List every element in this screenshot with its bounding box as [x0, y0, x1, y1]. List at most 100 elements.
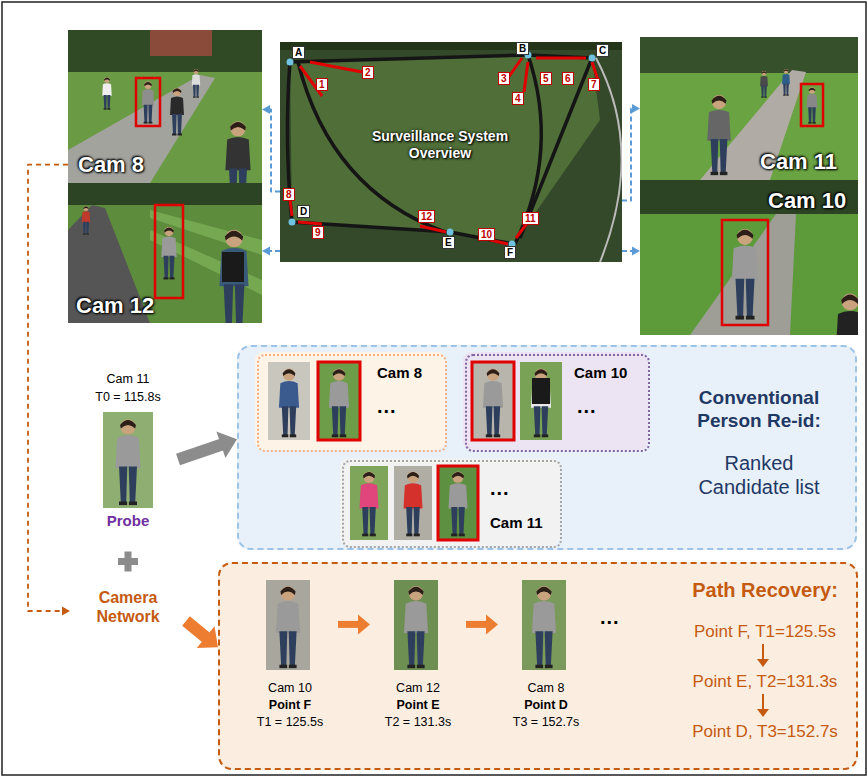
thumbnail [350, 466, 388, 540]
callout-number: 5 [540, 72, 552, 85]
ellipsis: ... [377, 394, 397, 418]
node-text: T2 = 131.3s [370, 714, 466, 731]
trees [280, 42, 622, 50]
down-arrow [762, 694, 764, 709]
walkway [520, 58, 592, 238]
point-letter: B [516, 42, 529, 55]
callout-number: 9 [312, 226, 324, 239]
node-text: Cam 8 [377, 364, 422, 382]
pedestrian [161, 227, 176, 279]
node-text: Probe [78, 512, 178, 530]
arrowhead [262, 105, 270, 114]
grass [640, 180, 858, 335]
thumbnail [266, 580, 310, 670]
pedestrian [276, 586, 300, 668]
trees [640, 37, 858, 73]
walkway [596, 58, 622, 262]
node-text: Path Recovery: [675, 578, 855, 602]
point-marker [589, 55, 596, 62]
camera-view [524, 62, 528, 92]
arrowhead [486, 614, 498, 634]
candidate-group: Cam 10... [465, 354, 650, 452]
connector [28, 165, 70, 616]
point-letter: F [504, 246, 516, 259]
camera-photo [68, 183, 262, 323]
point-marker [289, 219, 296, 226]
connector [262, 105, 280, 192]
match-frame [438, 466, 478, 540]
connector [178, 432, 237, 460]
arrowhead [262, 247, 270, 256]
camera-view [300, 66, 322, 96]
group-fill [255, 352, 445, 450]
pedestrian [115, 419, 140, 505]
backpack [532, 378, 550, 404]
pedestrian [170, 88, 184, 136]
down-arrow [757, 659, 769, 667]
node-text: Cam 10 [574, 364, 627, 382]
group-fill [463, 352, 648, 450]
thumbnail [438, 466, 478, 540]
callout-number: 10 [478, 228, 495, 241]
point-letter: E [442, 236, 455, 249]
node-text: Surveillance System Overview [350, 128, 530, 162]
connector [338, 614, 370, 634]
candidate-group: Cam 11... [342, 460, 562, 548]
camera-view: Cam 10 [640, 180, 858, 335]
ellipsis: ... [490, 476, 510, 500]
connector-line [186, 621, 206, 638]
node-text: Cam 8 [78, 152, 144, 178]
trees [68, 30, 262, 72]
node-text: T3 = 152.7s [498, 714, 594, 731]
network-label: Camera Network [70, 586, 186, 636]
node-text: Cam 10 [242, 680, 338, 697]
connector-line [338, 621, 359, 628]
thumbnail [268, 362, 310, 440]
camera-photo [68, 30, 262, 183]
node-text: Cam 8 [498, 680, 594, 697]
path-step: Cam 12Point ET2 = 131.3s [370, 574, 466, 742]
node-text: Cam 10 [768, 188, 846, 214]
building [150, 30, 212, 56]
detection-box [801, 84, 823, 126]
pedestrian [219, 230, 248, 323]
camera-view: Cam 8 [68, 30, 262, 183]
node-text: Camera Network [70, 588, 186, 626]
node-text: Point F [242, 697, 338, 714]
camera-view [516, 222, 528, 238]
path-panel: Path Recovery:Point F, T1=125.5sPoint E,… [218, 562, 858, 770]
panel-fill [237, 345, 857, 550]
node-text: Cam 11 [78, 372, 178, 387]
walkway [68, 75, 215, 183]
pedestrian [279, 369, 299, 438]
pedestrian [225, 121, 250, 183]
connector [186, 621, 218, 648]
pedestrian [531, 369, 551, 438]
arrowhead [62, 607, 70, 616]
path-step: Cam 8Point DT3 = 152.7s [498, 574, 594, 742]
node-text: Point D, T3=152.7s [675, 722, 855, 742]
callout-number: 7 [588, 78, 600, 91]
pedestrian [404, 586, 428, 668]
camera-photo [640, 37, 858, 180]
point-letter: A [292, 46, 305, 59]
walkway [287, 62, 292, 222]
callout-number: 2 [362, 66, 374, 79]
down-arrow [762, 644, 764, 659]
callout-number: 12 [418, 210, 435, 223]
node-text: Point F, T1=125.5s [675, 622, 855, 642]
pedestrian [836, 294, 858, 335]
point-marker [509, 241, 516, 248]
point-marker [525, 52, 532, 59]
arrowhead [632, 104, 640, 113]
node-text: Cam 11 [760, 149, 837, 175]
pedestrian [483, 369, 503, 438]
pedestrian [329, 369, 349, 438]
connector-line [178, 444, 222, 459]
arrowhead [632, 246, 640, 255]
pedestrian [782, 69, 790, 96]
connector-line [466, 621, 487, 628]
point-letter: D [297, 205, 310, 218]
